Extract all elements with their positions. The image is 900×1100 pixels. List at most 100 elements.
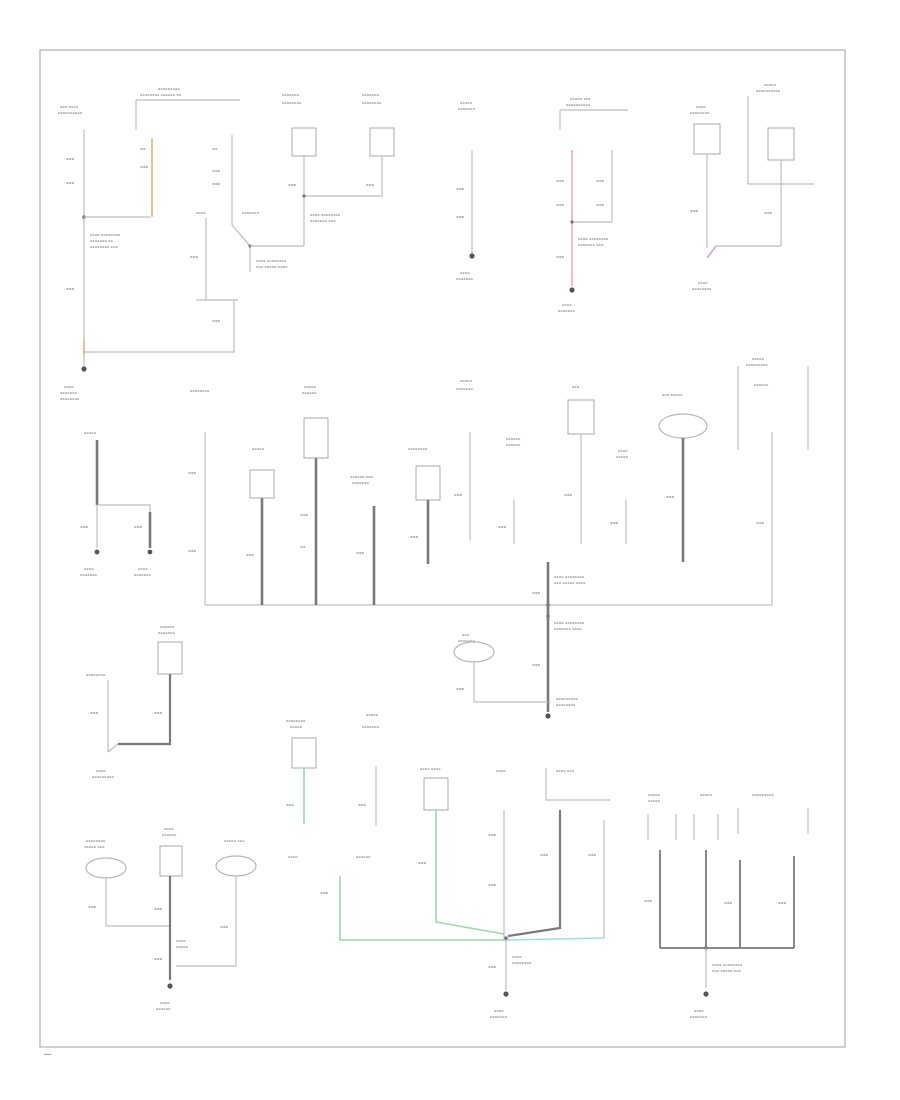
wire-code: ▪▪▪	[596, 178, 604, 183]
lamp-connector	[453, 641, 495, 663]
wire-code: ▪▪▪	[154, 906, 162, 911]
wire-cyan	[507, 937, 605, 941]
component-label: ▪▪▪▪▪▪▪▪ ▪▪▪▪▪▪ ▪▪	[140, 93, 182, 97]
component-label: ▪▪▪▪▪	[84, 431, 97, 435]
wire-code: ▪▪▪	[556, 178, 564, 183]
module-bracket	[737, 808, 809, 834]
component-label: ▪▪▪▪▪▪▪	[362, 93, 380, 97]
component-label: ▪▪▪▪▪▪▪	[362, 725, 380, 729]
component-label: ▪▪▪▪▪	[648, 793, 661, 797]
splice-dot	[302, 194, 306, 198]
component-label: ▪▪▪▪▪	[700, 793, 713, 797]
wire-code: ▪▪▪	[134, 524, 142, 529]
component-label: ▪▪▪▪▪▪	[506, 437, 521, 441]
ground-point	[503, 991, 509, 997]
component-box	[693, 123, 721, 155]
wire-code: ▪▪▪	[358, 802, 366, 807]
wire-code: ▪▪▪	[80, 524, 88, 529]
ground-label: ▪▪▪▪	[562, 303, 572, 307]
component-label: ▪▪▪▪▪▪	[302, 391, 317, 395]
wire-code: ▪▪▪	[488, 832, 496, 837]
splice-label: ▪▪▪ ▪▪▪▪▪ ▪▪▪	[712, 969, 742, 973]
wire-code: ▪▪▪	[540, 852, 548, 857]
component-box	[159, 845, 183, 877]
component-label: ▪▪▪▪▪ ▪▪▪	[84, 845, 105, 849]
component-label: ▪▪▪	[572, 385, 580, 389]
wire-code: ▪▪▪	[488, 882, 496, 887]
component-label: ▪▪▪▪	[618, 449, 628, 453]
component-label: ▪▪▪▪▪▪▪	[458, 107, 476, 111]
wire-code: ▪▪▪	[212, 168, 220, 173]
component-label: ▪▪▪▪▪	[252, 447, 265, 451]
wire-code: ▪▪▪	[66, 156, 74, 161]
ground-label: ▪▪▪▪	[84, 567, 94, 571]
component-label: ▪▪▪▪▪▪▪▪	[286, 719, 306, 723]
component-label: ▪▪▪▪▪ ▪▪▪	[224, 839, 245, 843]
ground-label: ▪▪▪▪▪▪▪	[80, 573, 98, 577]
wire-code: ▪▪▪	[556, 202, 564, 207]
splice-label: ▪▪▪▪▪▪▪▪ ▪▪▪	[90, 245, 118, 249]
wire-code: ▪▪▪	[88, 904, 96, 909]
wire-code: ▪▪▪	[154, 710, 162, 715]
wire-code: ▪▪▪	[690, 208, 698, 213]
component-label: ▪▪▪▪▪▪▪	[458, 639, 476, 643]
component-label: ▪▪▪▪ ▪▪▪▪	[420, 767, 441, 771]
splice-label: ▪▪▪▪▪▪▪▪	[512, 961, 532, 965]
component-label: ▪▪▪▪▪	[752, 357, 765, 361]
ground-point	[167, 983, 173, 989]
component-label: ▪▪▪▪▪▪▪	[60, 391, 78, 395]
ground-point	[569, 287, 575, 293]
component-label: ▪▪▪▪▪▪	[160, 625, 175, 629]
wire-code: ▪▪▪	[456, 186, 464, 191]
lamp-connector	[658, 413, 708, 439]
component-label: ▪▪▪	[462, 633, 470, 637]
component-label: ▪▪▪▪▪	[460, 101, 473, 105]
module-bracket	[737, 366, 809, 450]
wire-code: ▪▪▪	[532, 662, 540, 667]
component-label: ▪▪▪▪▪▪	[754, 383, 769, 387]
wire-dark	[118, 674, 172, 746]
component-box	[423, 777, 449, 811]
wire-code: ▪▪▪	[90, 710, 98, 715]
ground-label: ▪▪▪▪▪▪	[156, 1007, 171, 1011]
component-label: ▪▪▪▪▪▪▪▪	[190, 389, 210, 393]
lamp-connector	[85, 857, 127, 879]
splice-label: ▪▪▪▪ ▪▪▪▪▪▪▪▪	[554, 621, 585, 625]
wire-dark	[507, 810, 562, 938]
wire-code: ▪▪▪	[300, 512, 308, 517]
component-label: ▪▪▪▪	[696, 105, 706, 109]
wire-code: ▪▪▪	[190, 254, 198, 259]
wire-code: ▪▪▪	[644, 898, 652, 903]
splice-label: ▪▪▪▪ ▪▪▪▪▪▪▪▪	[310, 213, 341, 217]
wire	[473, 662, 548, 703]
wire-code: ▪▪▪	[188, 470, 196, 475]
wire-code: ▪▪▪	[288, 182, 296, 187]
component-label: ▪▪▪ ▪▪▪▪▪	[662, 393, 683, 397]
component-label: ▪▪▪▪▪▪▪	[352, 481, 370, 485]
wire-code: ▪▪▪	[666, 494, 674, 499]
component-label: ▪▪▪▪▪	[764, 83, 777, 87]
component-box	[157, 641, 183, 675]
wire	[105, 878, 170, 927]
component-label: ▪▪▪▪▪	[648, 799, 661, 803]
component-label: ▪▪▪▪▪▪▪	[242, 211, 260, 215]
module-bracket	[559, 109, 628, 130]
splice-dot	[546, 614, 550, 618]
ground-point	[469, 253, 475, 259]
wire	[716, 160, 782, 247]
wire-code: ▪▪▪	[286, 802, 294, 807]
component-label: ▪▪▪▪▪	[304, 385, 317, 389]
splice-dot	[546, 603, 550, 607]
splice-label: ▪▪▪ ▪▪▪▪▪ ▪▪▪▪	[256, 265, 288, 269]
splice-label: ▪▪▪▪ ▪▪▪▪▪▪▪▪	[578, 237, 609, 241]
ground-label: ▪▪▪▪	[138, 567, 148, 571]
sensor-box	[369, 127, 395, 157]
wire-code: ▪▪	[212, 146, 218, 151]
component-label: ▪▪▪▪▪▪▪▪▪	[158, 87, 180, 91]
wire	[176, 876, 237, 967]
section-middle: ▪▪▪▪ ▪▪▪▪▪▪▪ ▪▪▪▪▪▪▪▪ ▪▪▪▪▪ ▪▪▪ ▪▪▪ ▪▪▪▪…	[60, 357, 809, 719]
wire	[231, 224, 251, 272]
ground-point	[703, 991, 709, 997]
component-label: ▪▪▪▪▪▪▪	[282, 93, 300, 97]
section-lower-left: ▪▪▪▪▪▪▪▪ ▪▪▪ ▪▪▪▪▪▪ ▪▪▪▪▪▪▪ ▪▪▪ ▪▪▪▪ ▪▪▪…	[84, 625, 257, 1011]
